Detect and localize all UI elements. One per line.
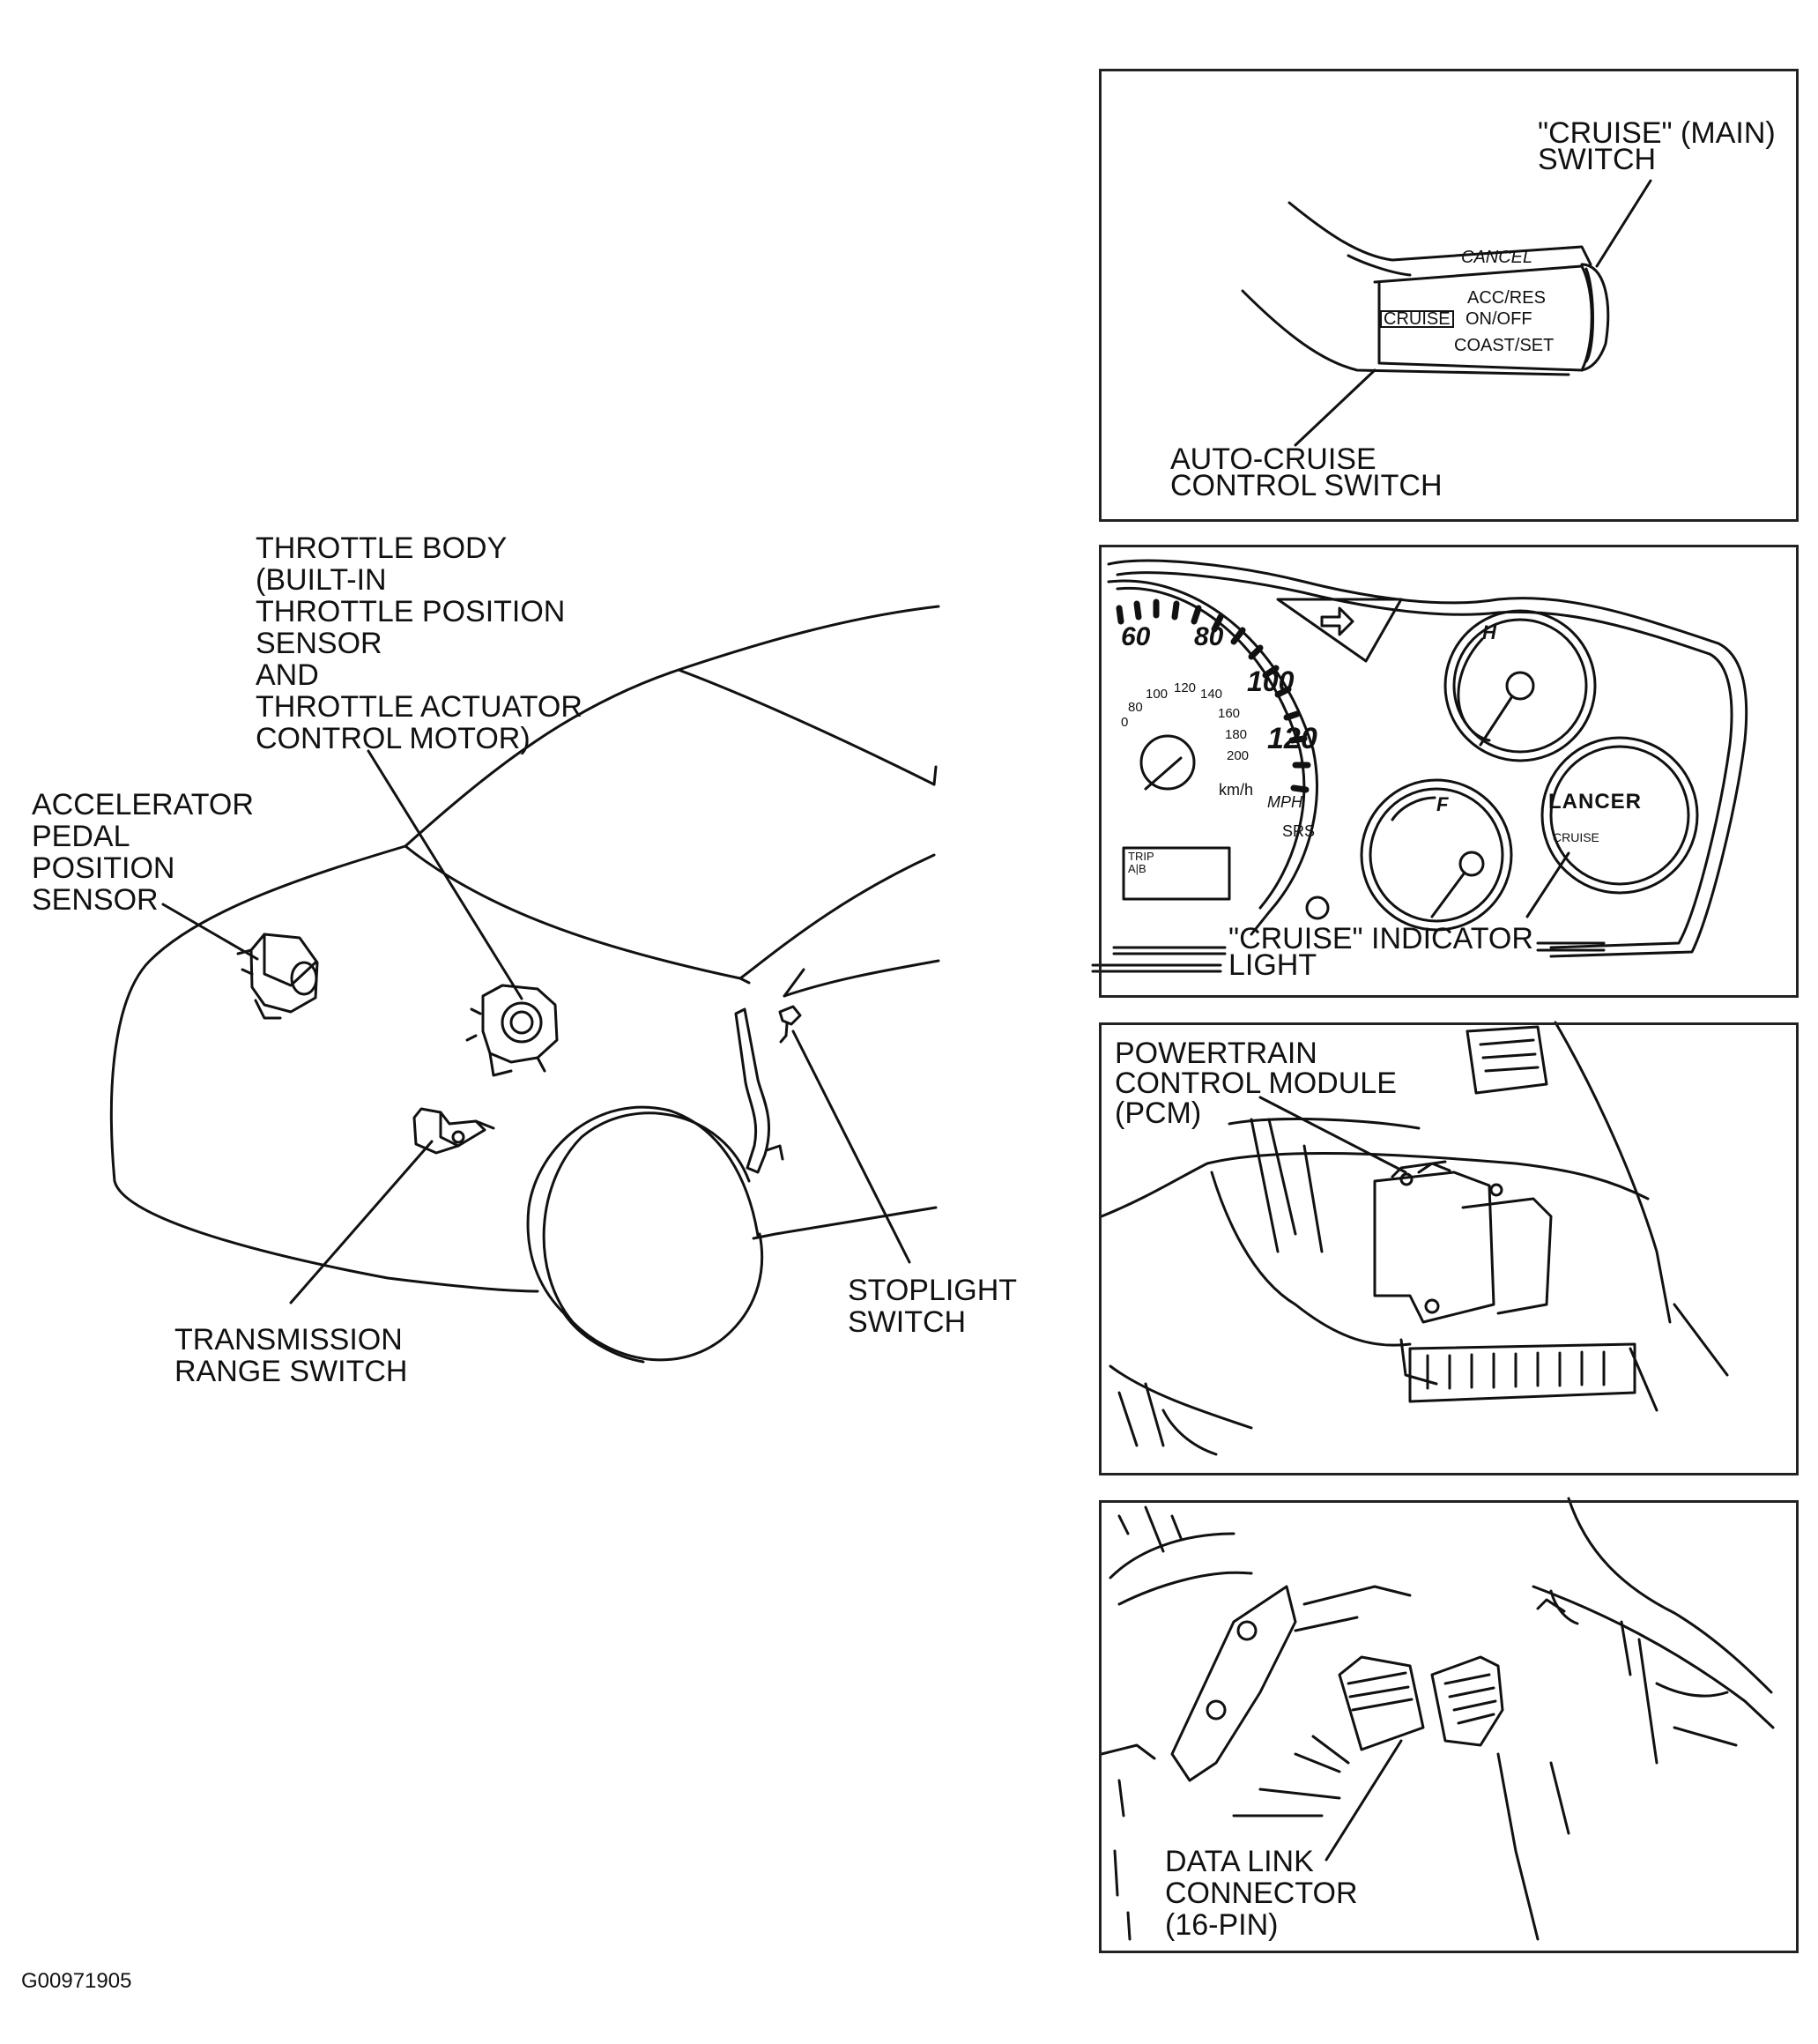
speed-100: 100 [1247,665,1295,697]
trip-text: TRIP [1128,850,1154,863]
instrument-cluster-drawing [1091,559,1748,973]
unit-kmh: km/h [1219,781,1254,799]
speedometer-tick-marks [1116,598,1311,793]
cruise-switch-panel [1099,69,1799,522]
cruise-indicator-light-label: "CRUISE" INDICATOR LIGHT [1228,922,1533,982]
stoplight-switch-drawing [734,1005,802,1174]
stalk-coast-set-text: COAST/SET [1454,336,1555,355]
kmh-140: 140 [1200,687,1223,702]
data-link-connector-area-drawing [1100,1497,1775,1941]
cruise-small-text: CRUISE [1553,830,1599,844]
accelerator-pedal-label: ACCELERATOR PEDAL POSITION SENSOR [32,788,254,917]
kmh-160: 160 [1218,706,1241,721]
kmh-180: 180 [1225,727,1248,742]
lancer-brand-text: LANCER [1548,790,1642,814]
main-leader-lines [161,749,911,1304]
data-link-connector-panel [1099,1500,1799,1953]
auto-cruise-control-switch-label: AUTO-CRUISE CONTROL SWITCH [1170,442,1443,502]
temp-h-text: H [1482,621,1496,643]
instrument-cluster-panel [1099,545,1799,998]
speed-80: 80 [1194,622,1224,651]
stalk-cancel-text: CANCEL [1461,248,1533,267]
accelerator-pedal-sensor-drawing [236,933,319,1020]
stoplight-switch-label: STOPLIGHT SWITCH [848,1274,1018,1339]
stalk-cruise-text: CRUISE [1380,310,1454,328]
fuel-f-text: F [1436,793,1449,815]
srs-text: SRS [1282,822,1316,840]
stalk-on-off-text: ON/OFF [1466,309,1532,329]
pcm-panel [1099,1022,1799,1475]
pcm-label: POWERTRAIN CONTROL MODULE (PCM) [1115,1037,1397,1130]
speed-120: 120 [1267,722,1317,755]
kmh-80: 80 [1128,700,1143,715]
kmh-100: 100 [1146,687,1169,702]
kmh-120: 120 [1174,680,1197,695]
throttle-body-label: THROTTLE BODY (BUILT-IN THROTTLE POSITIO… [256,531,583,755]
trip-ab-text: A|B [1128,862,1146,875]
stalk-acc-res-text: ACC/RES [1467,288,1546,308]
cruise-main-switch-label: "CRUISE" (MAIN) SWITCH [1538,116,1776,176]
transmission-range-switch-drawing [412,1107,495,1155]
data-link-connector-label: DATA LINK CONNECTOR (16-PIN) [1165,1845,1358,1942]
pcm-area-drawing [1100,1021,1729,1456]
speed-60: 60 [1121,622,1151,651]
throttle-body-drawing [465,984,559,1077]
kmh-0: 0 [1121,715,1129,730]
unit-mph: MPH [1267,793,1302,811]
cruise-switch-stalk-drawing [1241,179,1652,447]
transmission-range-label: TRANSMISSION RANGE SWITCH [174,1323,408,1388]
figure-code: G00971905 [21,1969,132,1993]
kmh-200: 200 [1227,748,1250,763]
